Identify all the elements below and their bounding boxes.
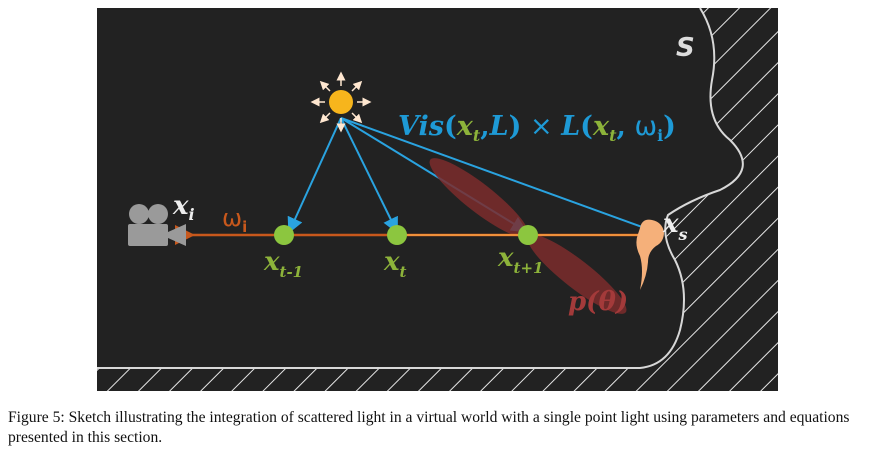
figure-caption: Figure 5: Sketch illustrating the integr… [8,409,850,446]
sun-icon [310,71,372,133]
scattering-sketch: S [97,7,778,391]
phase-function-label: p(θ) [568,287,628,317]
diagram-background [97,8,778,391]
sample-label-xt+1: xt+1 [497,243,543,277]
camera-label: xi [172,191,195,224]
camera-icon [128,204,186,246]
surface-point-glyph [636,219,664,290]
sample-label-xt: xt [383,247,407,281]
sample-point-xt [387,225,407,245]
phase-function-lobe [429,158,627,314]
surface-point-label: xs [662,209,688,244]
light-ray-to-xt-1 [287,117,342,234]
surface-outline [97,7,744,369]
wall-hatch-right [97,8,778,391]
surface-label: S [676,33,695,63]
sample-point-xt+1 [518,225,538,245]
sample-label-xt-1: xt-1 [263,247,303,281]
sample-point-xt-1 [274,225,294,245]
visibility-equation: Vis(xt,L) × L(xt, ωi) [398,111,676,145]
light-ray-to-xs [340,117,657,233]
omega-label: ωi [222,204,247,236]
light-ray-to-xt [340,117,398,234]
